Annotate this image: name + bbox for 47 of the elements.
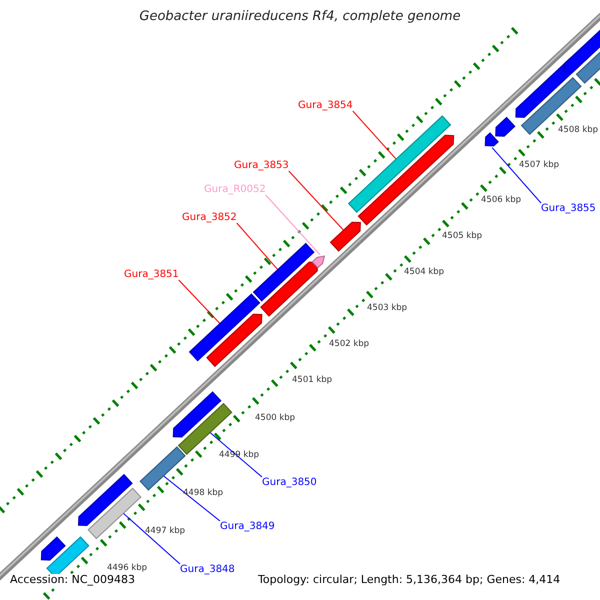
gene-label: Gura_3849: [220, 521, 275, 532]
leader-line: [163, 475, 220, 522]
gene-feature: [260, 262, 318, 317]
leader-line: [288, 170, 344, 231]
scale-label: 4507 kbp: [519, 160, 560, 170]
leader-line: [352, 110, 397, 160]
gene-bar: [188, 293, 260, 362]
gene-label: Gura_3854: [298, 100, 353, 111]
gene-label: Gura_3853: [234, 160, 289, 171]
gene-feature: [78, 474, 133, 526]
gene-label: Gura_3852: [182, 212, 237, 223]
gene-feature: [484, 132, 499, 146]
gene-bar: [520, 77, 582, 135]
gene-feature: [358, 134, 454, 226]
gene-bar: [252, 242, 315, 302]
leader-line: [492, 147, 542, 204]
gene-feature: [172, 391, 222, 438]
gene-bar: [88, 488, 142, 540]
leader-line: [236, 222, 278, 270]
gene-label: Gura_3848: [180, 564, 235, 575]
gene-label: Gura_3855: [541, 203, 596, 214]
scale-label: 4501 kbp: [292, 376, 332, 386]
gene-bar: [348, 115, 452, 213]
leader-line: [210, 432, 262, 478]
scale-label: 4502 kbp: [329, 340, 370, 350]
gene-feature: [495, 116, 516, 137]
gene-label: Gura_3851: [124, 269, 179, 280]
title: Geobacter uraniireducens Rf4, complete genome: [138, 10, 462, 24]
gene-feature: [206, 314, 262, 368]
scale-label: 4496 kbp: [107, 564, 148, 574]
gene-feature: [40, 536, 66, 561]
gene-label: Gura_R0052: [204, 184, 266, 195]
leader-line: [265, 194, 320, 256]
scale-label: 4504 kbp: [404, 268, 444, 278]
gene-feature: [330, 222, 361, 252]
scale-label: 4500 kbp: [255, 414, 296, 424]
scale-label: 4503 kbp: [367, 304, 408, 314]
scale-label: 4505 kbp: [442, 232, 482, 242]
footer-note: Topology: circular; Length: 5,136,364 bp; Genes: 4,414: [256, 574, 562, 586]
gene-feature: [312, 255, 326, 268]
leader-line: [178, 280, 220, 324]
leader-line: [122, 512, 180, 564]
gene-label: Gura_3850: [262, 477, 317, 488]
footer-note: Accession: NC_009483: [8, 574, 138, 586]
scale-label: 4508 kbp: [558, 126, 598, 136]
scale-label: 4506 kbp: [481, 196, 522, 206]
scale-label: 4497 kbp: [145, 526, 186, 536]
